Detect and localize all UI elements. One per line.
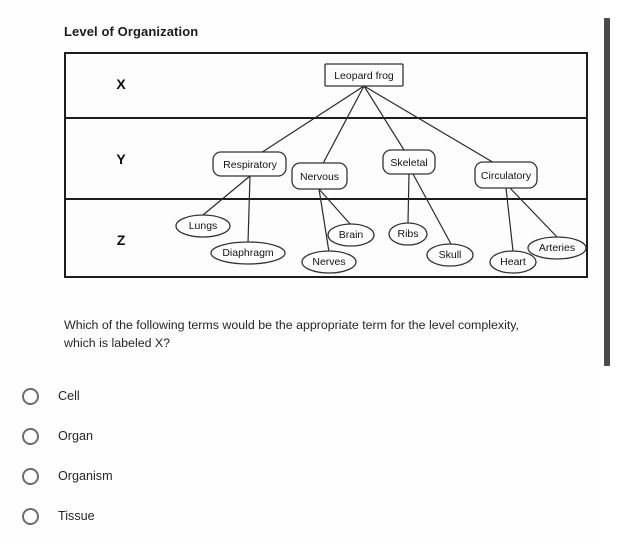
node-heart-shape bbox=[489, 250, 537, 274]
node-leopard-frog-shape bbox=[324, 63, 404, 87]
node-nerves-label: Nerves bbox=[312, 256, 345, 268]
node-skeletal[interactable]: Skeletal bbox=[382, 149, 436, 175]
edge-skeletal-ribs bbox=[407, 173, 410, 224]
node-arteries-label: Arteries bbox=[539, 242, 575, 254]
node-brain[interactable]: Brain bbox=[327, 223, 375, 247]
edge-root-skeletal bbox=[363, 85, 410, 159]
node-respiratory-label: Respiratory bbox=[223, 159, 277, 171]
radio-button-icon[interactable] bbox=[22, 427, 39, 445]
edge-nervous-nerves bbox=[318, 188, 330, 253]
node-nervous[interactable]: Nervous bbox=[291, 162, 348, 190]
answer-choice-cell[interactable]: Cell bbox=[22, 376, 522, 416]
edge-nervous-brain bbox=[318, 188, 352, 226]
level-row-z: Z bbox=[66, 198, 586, 276]
node-arteries[interactable]: Arteries bbox=[527, 236, 587, 260]
node-diaphragm-label: Diaphragm bbox=[222, 247, 274, 259]
answer-choice-tissue[interactable]: Tissue bbox=[22, 496, 522, 536]
level-label-z: Z bbox=[116, 232, 126, 248]
node-lungs[interactable]: Lungs bbox=[175, 214, 231, 238]
node-brain-label: Brain bbox=[339, 229, 364, 241]
diagram-title: Level of Organization bbox=[64, 24, 199, 39]
answer-choice-organism[interactable]: Organism bbox=[22, 456, 522, 496]
diagram-edges bbox=[202, 85, 558, 253]
diagram-graph: Leopard frog Respiratory Nervous Skeleta… bbox=[175, 63, 587, 274]
edge-root-nervous bbox=[318, 85, 365, 172]
node-ribs[interactable]: Ribs bbox=[388, 222, 428, 246]
node-nervous-shape bbox=[291, 162, 348, 190]
page-scrollbar-thumb[interactable] bbox=[604, 18, 610, 366]
radio-button-icon[interactable] bbox=[22, 387, 39, 405]
node-skull[interactable]: Skull bbox=[426, 243, 474, 267]
node-lungs-label: Lungs bbox=[189, 220, 218, 232]
edge-skeletal-skull bbox=[412, 173, 452, 245]
answer-choice-label: Cell bbox=[58, 389, 80, 403]
answer-choice-label: Organ bbox=[58, 429, 94, 443]
node-skull-label: Skull bbox=[439, 249, 462, 261]
edge-respiratory-lungs bbox=[202, 175, 251, 216]
node-respiratory-shape bbox=[212, 151, 287, 177]
answer-choice-label: Organism bbox=[58, 469, 113, 483]
node-skull-shape bbox=[426, 243, 474, 267]
node-nerves-shape bbox=[301, 250, 357, 274]
node-circulatory[interactable]: Circulatory bbox=[474, 161, 538, 189]
node-diaphragm[interactable]: Diaphragm bbox=[210, 241, 286, 265]
node-heart[interactable]: Heart bbox=[489, 250, 537, 274]
level-row-y: Y bbox=[66, 117, 586, 198]
organization-level-diagram: X Y Z bbox=[64, 52, 588, 278]
answer-choice-label: Tissue bbox=[58, 509, 95, 523]
node-nerves[interactable]: Nerves bbox=[301, 250, 357, 274]
question-prompt: Which of the following terms would be th… bbox=[64, 318, 519, 350]
node-leopard-frog[interactable]: Leopard frog bbox=[324, 63, 404, 87]
node-circulatory-shape bbox=[474, 161, 538, 189]
node-arteries-shape bbox=[527, 236, 587, 260]
answer-choice-list: Cell Organ Organism Tissue bbox=[22, 376, 522, 536]
node-nervous-label: Nervous bbox=[300, 171, 339, 183]
level-row-x: X bbox=[66, 54, 586, 117]
node-heart-label: Heart bbox=[500, 256, 526, 268]
node-diaphragm-shape bbox=[210, 241, 286, 265]
edge-root-circulatory bbox=[363, 85, 507, 171]
node-skeletal-label: Skeletal bbox=[390, 157, 427, 169]
node-respiratory[interactable]: Respiratory bbox=[212, 151, 287, 177]
node-brain-shape bbox=[327, 223, 375, 247]
radio-button-icon[interactable] bbox=[22, 467, 39, 485]
node-ribs-label: Ribs bbox=[397, 228, 418, 240]
node-ribs-shape bbox=[388, 222, 428, 246]
node-skeletal-shape bbox=[382, 149, 436, 175]
node-circulatory-label: Circulatory bbox=[481, 170, 532, 182]
level-label-y: Y bbox=[116, 151, 126, 167]
edge-circulatory-heart bbox=[505, 187, 514, 252]
edge-circulatory-arteries bbox=[509, 187, 558, 238]
node-leopard-frog-label: Leopard frog bbox=[334, 70, 394, 82]
question-card: Level of Organization X Y Z bbox=[22, 24, 588, 536]
edge-root-respiratory bbox=[249, 85, 365, 161]
radio-button-icon[interactable] bbox=[22, 507, 39, 525]
node-lungs-shape bbox=[175, 214, 231, 238]
answer-choice-organ[interactable]: Organ bbox=[22, 416, 522, 456]
level-label-x: X bbox=[116, 76, 126, 92]
edge-respiratory-diaphragm bbox=[247, 175, 251, 244]
